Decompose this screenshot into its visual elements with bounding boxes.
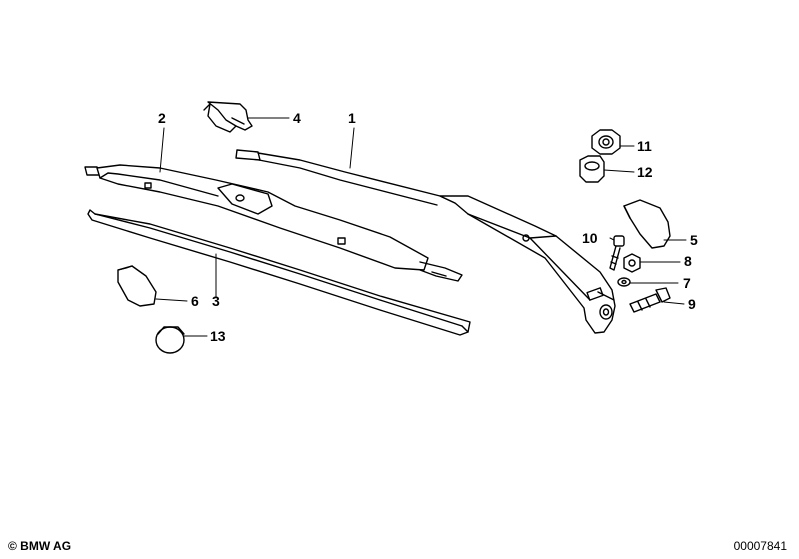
part-5-cover-cap[interactable]	[623, 199, 671, 249]
image-code-label: 00007841	[733, 539, 787, 553]
callout-8: 8	[684, 253, 692, 269]
part-1-wiper-arm[interactable]	[235, 149, 616, 334]
part-10-bolt[interactable]	[609, 235, 625, 271]
part-7-washer[interactable]	[617, 277, 631, 287]
part-8-nut[interactable]	[623, 253, 641, 273]
callout-5: 5	[690, 232, 698, 248]
callout-7: 7	[683, 275, 691, 291]
part-6-end-cap[interactable]	[117, 265, 157, 307]
part-2-blade-frame[interactable]	[84, 164, 463, 282]
callout-2: 2	[158, 110, 166, 126]
callout-labels: 1 2 3 4 5 6 7 8 9 10 11 12 13	[158, 110, 698, 344]
part-11-nut[interactable]	[591, 129, 621, 155]
callout-10: 10	[582, 230, 598, 246]
callout-1: 1	[348, 110, 356, 126]
part-12-cap-nut[interactable]	[579, 155, 605, 183]
callout-12: 12	[637, 164, 653, 180]
callout-3: 3	[212, 293, 220, 309]
leader-lines	[155, 117, 687, 337]
part-9-bolt[interactable]	[629, 287, 671, 313]
part-3-blade-rubber[interactable]	[87, 209, 471, 336]
part-4-clip[interactable]	[203, 101, 253, 133]
callout-11: 11	[637, 138, 652, 154]
callout-9: 9	[688, 296, 696, 312]
callout-6: 6	[191, 293, 199, 309]
callout-13: 13	[210, 328, 226, 344]
copyright-label: © BMW AG	[8, 539, 72, 553]
part-13-round-cap[interactable]	[155, 326, 185, 354]
callout-4: 4	[293, 110, 301, 126]
